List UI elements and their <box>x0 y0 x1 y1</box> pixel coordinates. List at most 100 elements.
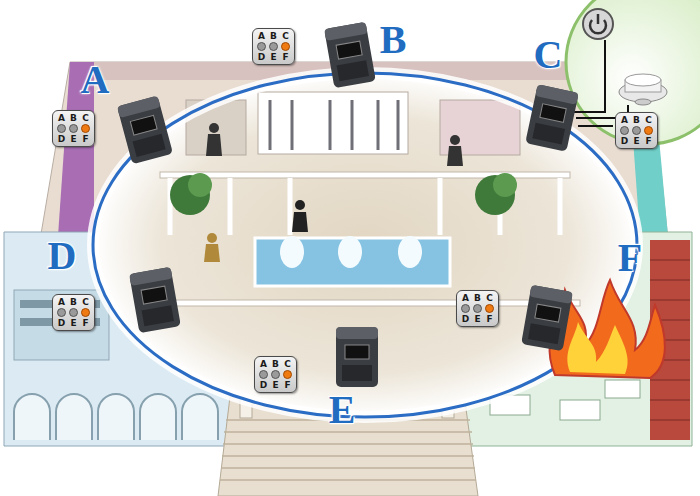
indicator-letter: B <box>474 293 481 303</box>
io-module-part <box>141 286 167 304</box>
led-indicator <box>485 304 494 313</box>
indicator-letter: E <box>474 314 480 324</box>
room-d-part <box>14 290 109 360</box>
atrium-part <box>450 135 460 145</box>
io-module-part <box>528 323 560 344</box>
io-module <box>525 84 579 151</box>
wire <box>578 125 613 127</box>
io-module-part <box>336 327 378 387</box>
led-indicator <box>81 124 90 133</box>
indicator-letter: C <box>82 297 89 307</box>
wire <box>574 40 605 112</box>
io-module <box>336 327 378 387</box>
atrium-part <box>295 200 305 210</box>
atrium-part <box>338 236 362 268</box>
io-module-part <box>336 41 362 59</box>
indicator-letter: D <box>58 134 65 144</box>
indicator-letter: B <box>633 115 640 125</box>
atrium-part <box>493 173 517 197</box>
io-module-part <box>117 96 161 118</box>
indicator-letter: B <box>70 297 77 307</box>
led-indicator <box>269 42 278 51</box>
indicator-letter: C <box>486 293 493 303</box>
indicator-letter: D <box>258 52 265 62</box>
zone-letter: E <box>329 390 356 430</box>
zone-letter: F <box>618 238 642 278</box>
io-module-part <box>535 304 561 322</box>
indicator-letter: E <box>633 136 639 146</box>
io-module-part <box>129 267 172 286</box>
io-module-part <box>336 327 378 339</box>
atrium-part <box>207 233 217 243</box>
indicator-letter: F <box>82 318 88 328</box>
indicator-letter: A <box>621 115 628 125</box>
led-indicator <box>281 42 290 51</box>
io-module <box>129 267 181 333</box>
atrium-part <box>206 134 222 156</box>
led-indicator <box>644 126 653 135</box>
indicator-letter: A <box>58 297 65 307</box>
led-indicator <box>57 124 66 133</box>
indicator-panel: ABCDEF <box>254 356 297 393</box>
room-d-part <box>14 394 218 440</box>
smoke-detector-part <box>635 99 651 105</box>
indicator-letter: A <box>260 359 267 369</box>
zone-letter: B <box>380 20 407 60</box>
power-button-part <box>597 14 600 24</box>
power-button <box>583 9 613 39</box>
io-module-part <box>133 134 166 157</box>
atrium-part <box>258 92 408 154</box>
io-module <box>117 96 173 165</box>
indicator-letter: F <box>82 134 88 144</box>
io-module-part <box>142 305 174 326</box>
led-indicator <box>257 42 266 51</box>
indicator-letter: E <box>272 380 278 390</box>
atrium-part <box>270 100 398 150</box>
indicator-letter: E <box>70 134 76 144</box>
indicator-letter: A <box>258 31 265 41</box>
led-indicator <box>271 370 280 379</box>
led-indicator <box>69 124 78 133</box>
atrium-part <box>398 236 422 268</box>
indicator-letter: C <box>645 115 652 125</box>
indicator-letter: D <box>58 318 65 328</box>
zone-letter: A <box>81 60 110 100</box>
led-indicator <box>81 308 90 317</box>
io-module-part <box>324 22 367 41</box>
smoke-detector <box>619 74 667 105</box>
led-indicator <box>620 126 629 135</box>
indicator-letter: E <box>70 318 76 328</box>
indicator-panel: ABCDEF <box>252 28 295 65</box>
atrium-part <box>447 146 463 166</box>
fire-symbol-part <box>567 322 627 374</box>
indicator-letter: F <box>486 314 492 324</box>
room-f-part <box>605 380 640 398</box>
io-module-part <box>532 123 565 145</box>
led-indicator <box>283 370 292 379</box>
indicator-letter: E <box>270 52 276 62</box>
led-indicator <box>473 304 482 313</box>
zone-letter: C <box>534 35 563 75</box>
room-f-part <box>560 400 600 420</box>
indicator-panel: ABCDEF <box>52 110 95 147</box>
indicator-panel: ABCDEF <box>456 290 499 327</box>
led-indicator <box>57 308 66 317</box>
indicator-letter: B <box>272 359 279 369</box>
atrium-part <box>204 244 220 262</box>
atrium-part <box>209 123 219 133</box>
indicator-letter: F <box>282 52 288 62</box>
indicator-letter: B <box>70 113 77 123</box>
io-module-part <box>130 115 157 135</box>
led-indicator <box>69 308 78 317</box>
indicator-panel: ABC DEF <box>615 112 658 149</box>
io-module <box>521 285 573 351</box>
led-indicator <box>461 304 470 313</box>
io-module <box>324 22 376 88</box>
indicator-letter: D <box>462 314 469 324</box>
io-module-part <box>540 104 566 123</box>
io-module-part <box>337 60 369 81</box>
indicator-letter: F <box>645 136 651 146</box>
indicator-letter: C <box>284 359 291 369</box>
indicator-letter: C <box>282 31 289 41</box>
indicator-letter: D <box>621 136 628 146</box>
